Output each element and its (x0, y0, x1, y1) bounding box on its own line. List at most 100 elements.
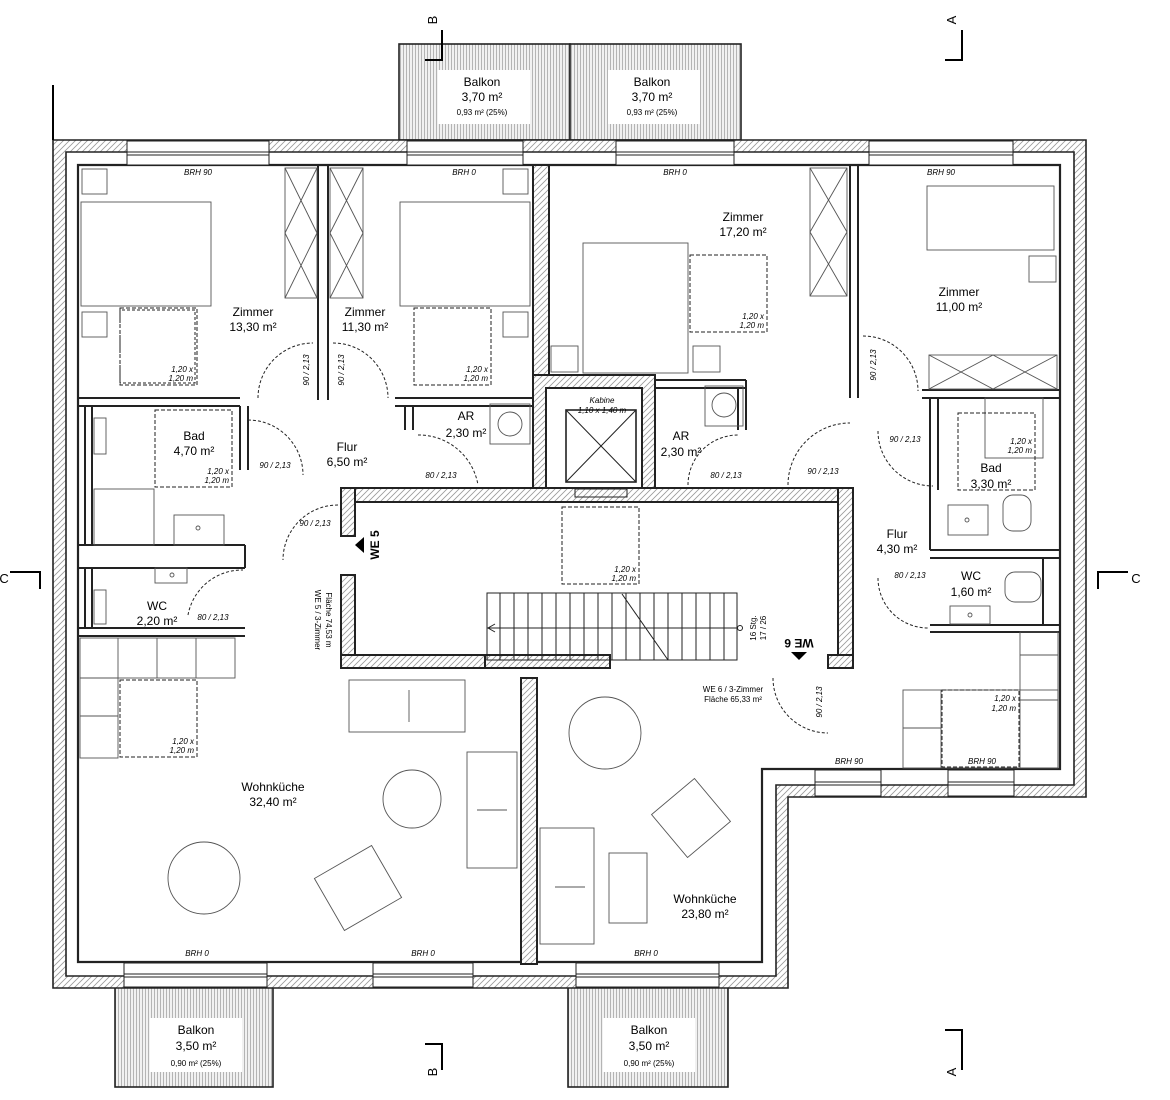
bed (80, 201, 212, 307)
room-area: 2,30 m² (661, 445, 702, 459)
room-name: WC (961, 569, 981, 583)
room-name: AR (458, 409, 475, 423)
window (615, 140, 735, 166)
bed (926, 185, 1055, 251)
room-name: WC (147, 599, 167, 613)
room-area: 23,80 m² (681, 907, 728, 921)
unit-desc-we6: Fläche 65,33 m² (704, 695, 762, 704)
turning-circle-label: 1,20 m (169, 374, 194, 383)
we5-arrow-icon (355, 537, 364, 553)
balcony-name: Balkon (178, 1023, 215, 1037)
room-name: Bad (183, 429, 204, 443)
window (123, 962, 268, 988)
bed (582, 242, 689, 374)
interior-walls (78, 164, 1060, 965)
stairs (486, 592, 743, 661)
room-name: Wohnküche (241, 780, 304, 794)
room-name: Zimmer (939, 285, 980, 299)
exterior-wall (52, 139, 1087, 989)
section-label-c: C (0, 571, 9, 586)
room-name: AR (673, 429, 690, 443)
sill-height-label: BRH 0 (663, 168, 687, 177)
turning-circle-label: 1,20 m (612, 574, 637, 583)
room-area: 11,30 m² (342, 320, 388, 334)
balcony-area: 3,50 m² (629, 1039, 670, 1053)
section-label-b: B (425, 1068, 440, 1077)
balcony-area: 3,70 m² (462, 90, 503, 104)
window (814, 769, 882, 797)
turning-circle (154, 409, 233, 488)
room-name: Zimmer (723, 210, 764, 224)
room-area: 2,20 m² (137, 614, 178, 628)
balcony-share: 0,93 m² (25%) (457, 108, 508, 117)
elevator-title: Kabine (590, 396, 615, 405)
turning-circles (119, 254, 1036, 768)
sill-height-label: BRH 90 (927, 168, 956, 177)
turning-circle-label: 1,20 m (464, 374, 489, 383)
unit-label-we5: WE 5 (368, 530, 382, 560)
furniture (79, 167, 1059, 945)
turning-circle (941, 689, 1020, 768)
room-name: Bad (980, 461, 1001, 475)
sill-height-label: BRH 0 (185, 949, 209, 958)
door-size-label: 90 / 2,13 (869, 349, 878, 381)
room-area: 6,50 m² (327, 455, 368, 469)
turning-circle-label: 1,20 x (171, 365, 194, 374)
turning-circle-label: 1,20 x (994, 694, 1017, 703)
room-area: 4,30 m² (877, 542, 918, 556)
window (126, 140, 270, 166)
turning-circle (957, 412, 1036, 491)
wardrobe (928, 354, 1058, 390)
balcony-name: Balkon (631, 1023, 668, 1037)
turning-circle (119, 679, 198, 758)
room-area: 1,60 m² (951, 585, 992, 599)
wardrobe (284, 167, 318, 299)
room-area: 11,00 m² (936, 300, 982, 314)
turning-circle-label: 1,20 x (172, 737, 195, 746)
balcony-share: 0,90 m² (25%) (624, 1059, 675, 1068)
balcony-name: Balkon (634, 75, 671, 89)
dining-table (568, 696, 642, 770)
turning-circle-label: 1,20 x (614, 565, 637, 574)
stairs-steps: 16 Stg. (749, 615, 758, 640)
turning-circle (413, 307, 492, 386)
window (947, 769, 1015, 797)
sill-height-label: BRH 90 (968, 757, 997, 766)
balcony-area: 3,70 m² (632, 90, 673, 104)
room-area: 3,30 m² (971, 477, 1012, 491)
door-size-label: 90 / 2,13 (815, 686, 824, 718)
turning-circle-label: 1,20 m (205, 476, 230, 485)
sill-height-label: BRH 90 (835, 757, 864, 766)
wardrobe (809, 167, 848, 297)
door-size-label: 90 / 2,13 (889, 435, 921, 444)
stairs-ratio: 17 / 26 (759, 615, 768, 640)
section-label-a: A (944, 15, 959, 24)
room-name: Wohnküche (673, 892, 736, 906)
unit-desc-we5: Fläche 74,53 m (324, 592, 333, 647)
sill-height-label: BRH 90 (184, 168, 213, 177)
room-name: Zimmer (233, 305, 274, 319)
room-area: 2,30 m² (446, 426, 487, 440)
door-size-label: 90 / 2,13 (299, 519, 331, 528)
room-area: 32,40 m² (249, 795, 296, 809)
turning-circle-label: 1,20 x (742, 312, 765, 321)
door-size-label: 90 / 2,13 (302, 354, 311, 386)
room-area: 13,30 m² (229, 320, 276, 334)
balcony-share: 0,93 m² (25%) (627, 108, 678, 117)
door-size-label: 80 / 2,13 (894, 571, 926, 580)
turning-circle-label: 1,20 m (170, 746, 195, 755)
door-size-label: 90 / 2,13 (807, 467, 839, 476)
balcony-area: 3,50 m² (176, 1039, 217, 1053)
dining-table (167, 841, 241, 915)
turning-circle-label: 1,20 x (466, 365, 489, 374)
turning-circle-label: 1,20 x (1010, 437, 1033, 446)
turning-circle (689, 254, 768, 333)
door-size-label: 80 / 2,13 (710, 471, 742, 480)
room-area: 4,70 m² (174, 444, 215, 458)
turning-circle-label: 1,20 x (207, 467, 230, 476)
turning-circle (561, 506, 640, 585)
unit-desc-we5: WE 5 / 3-Zimmer (313, 590, 322, 651)
door-size-label: 90 / 2,13 (337, 354, 346, 386)
sill-height-label: BRH 0 (411, 949, 435, 958)
